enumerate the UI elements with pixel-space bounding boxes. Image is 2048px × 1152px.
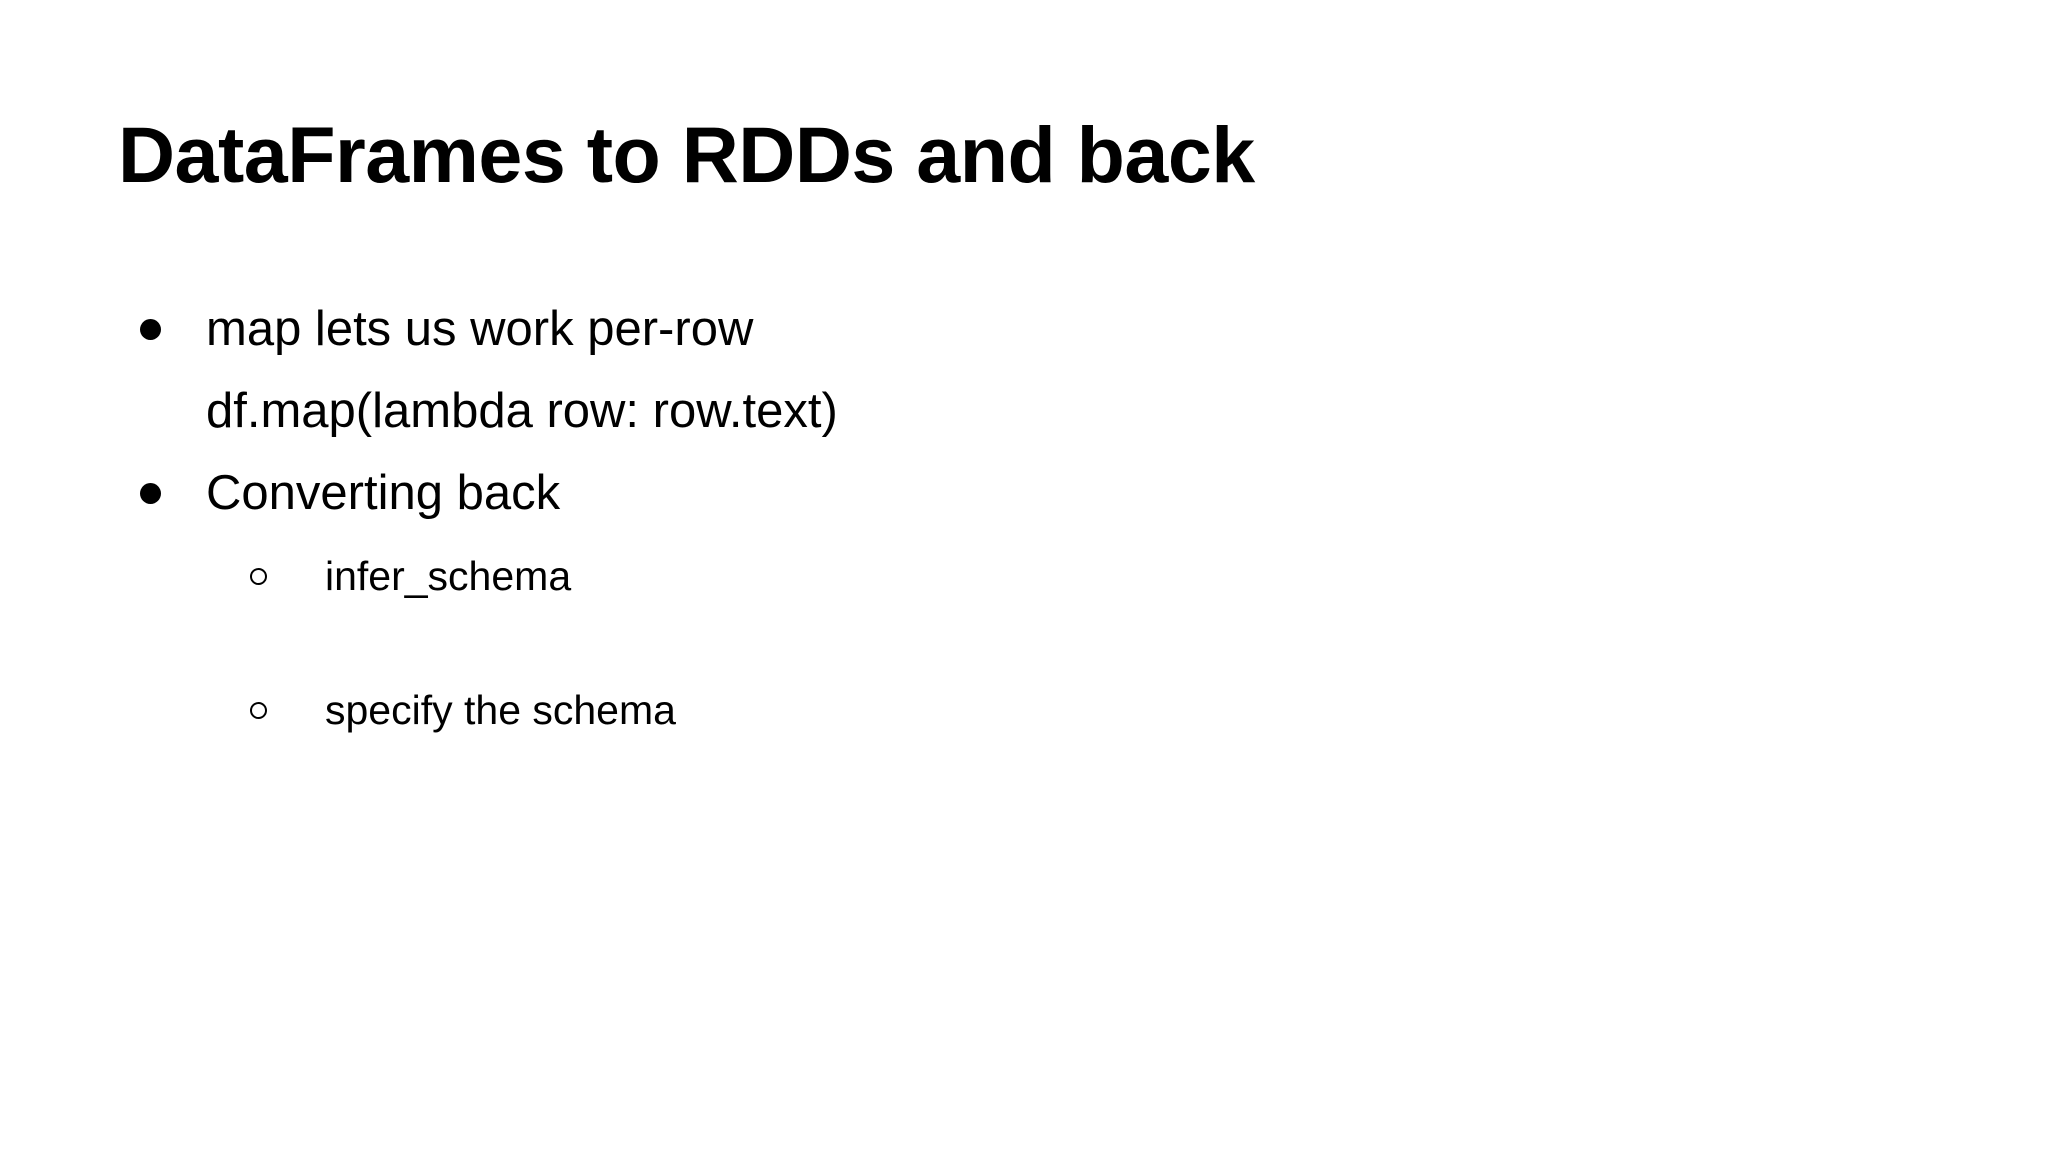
sub-bullet-text: specify the schema	[325, 687, 676, 733]
bullet-item-level2-empty	[118, 608, 1918, 682]
bullet-text: map lets us work per-row	[206, 302, 754, 356]
slide-title: DataFrames to RDDs and back	[118, 110, 1255, 199]
hollow-circle-bullet-icon	[118, 682, 325, 738]
no-bullet-spacer-icon	[118, 608, 325, 664]
sub-bullet-text: infer_schema	[325, 553, 572, 599]
bullet-item-level2: specify the schema	[118, 682, 1918, 742]
no-bullet-spacer-icon	[118, 378, 206, 444]
bullet-text: Converting back	[206, 466, 561, 520]
bullet-item-level1: map lets us work per-row	[118, 296, 1918, 370]
code-line-text: df.map(lambda row: row.text)	[206, 384, 838, 438]
code-line-level1: df.map(lambda row: row.text)	[118, 378, 1918, 452]
filled-circle-bullet-icon	[118, 296, 206, 362]
filled-circle-bullet-icon	[118, 460, 206, 526]
hollow-circle-bullet-icon	[118, 548, 325, 604]
bullet-item-level1: Converting back	[118, 460, 1918, 534]
bullet-item-level2: infer_schema	[118, 548, 1918, 608]
slide-body: map lets us work per-row df.map(lambda r…	[118, 296, 1918, 742]
